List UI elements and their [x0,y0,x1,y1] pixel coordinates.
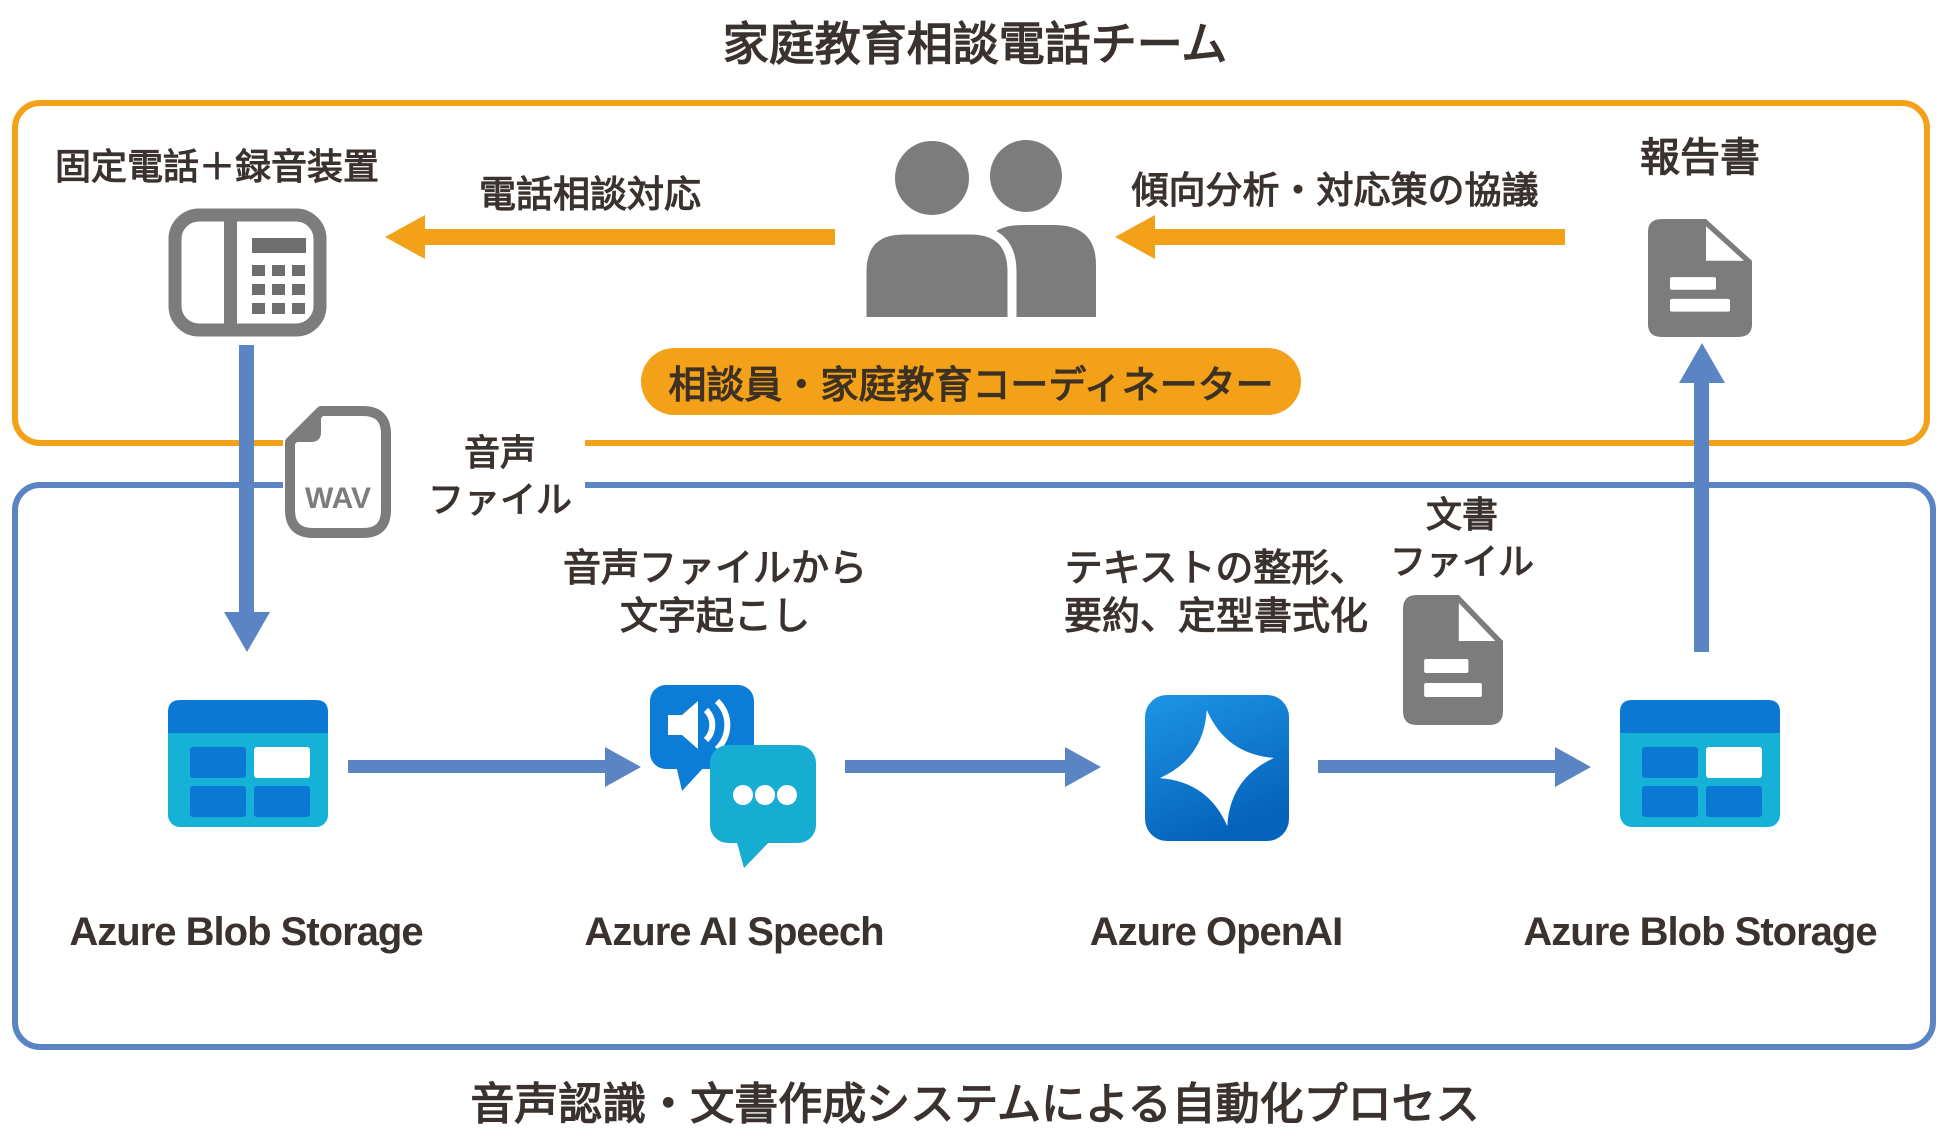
doc-file-label-line2: ファイル [1389,540,1534,582]
doc-file-label-line1: 文書 [1425,494,1498,535]
service-label-ai-speech: Azure AI Speech [584,910,884,954]
report-label: 報告書 [1640,136,1760,180]
call-arrow-label: 電話相談対応 [479,174,701,215]
counselors-icon [857,133,1096,317]
top-title: 家庭教育相談電話チーム [722,18,1228,70]
transcribe-note-line2: 文字起こし [619,595,810,638]
bottom-title: 音声認識・文書作成システムによる自動化プロセス [470,1080,1480,1129]
doc-file-label: 文書 ファイル [1372,492,1552,586]
arrow-openai-to-blob [1318,760,1557,773]
arrow-openai-to-blob-head [1555,747,1591,787]
call-response-arrow [423,229,835,245]
format-note-line1: テキストの整形、 [1064,548,1368,590]
analysis-arrow-label: 傾向分析・対応策の協議 [1131,170,1539,211]
call-response-arrowhead [385,215,425,259]
analysis-arrowhead [1115,215,1155,259]
wav-file-icon: WAV [285,406,391,538]
doc-file-icon [1403,595,1503,725]
format-note: テキストの整形、 要約、定型書式化 [1040,546,1392,641]
wav-label-line2: ファイル [427,478,572,520]
automation-zone [12,482,1936,1050]
wav-label-line1: 音声 [463,432,536,473]
phone-icon [168,208,327,337]
wav-file-label: 音声 ファイル [410,430,590,524]
arrow-blob-to-report-head [1679,343,1725,383]
arrow-speech-to-openai-head [1065,747,1101,787]
phone-team-zone [12,100,1930,446]
analysis-arrow [1153,229,1565,245]
service-label-openai: Azure OpenAI [1089,910,1343,954]
transcribe-note: 音声ファイルから 文字起こし [540,546,890,641]
transcribe-note-line1: 音声ファイルから [562,548,867,590]
arrow-phone-to-blob [239,345,254,615]
arrow-speech-to-openai [845,760,1067,773]
report-doc-icon [1648,219,1752,337]
arrow-blob-to-speech [348,760,607,773]
format-note-line2: 要約、定型書式化 [1063,595,1368,638]
phone-label: 固定電話＋録音装置 [55,146,380,187]
arrow-blob-to-report [1694,381,1709,652]
wav-badge-text: WAV [305,482,371,515]
service-label-blob-left: Azure Blob Storage [69,910,423,954]
arrow-blob-to-speech-head [605,747,641,787]
ai-speech-icon [650,685,816,868]
counselor-badge: 相談員・家庭教育コーディネーター [641,348,1301,415]
openai-icon [1145,695,1289,841]
arrow-phone-to-blob-head [224,612,270,652]
blob-storage-icon-left [168,700,328,827]
blob-storage-icon-right [1620,700,1780,827]
service-label-blob-right: Azure Blob Storage [1523,910,1877,954]
